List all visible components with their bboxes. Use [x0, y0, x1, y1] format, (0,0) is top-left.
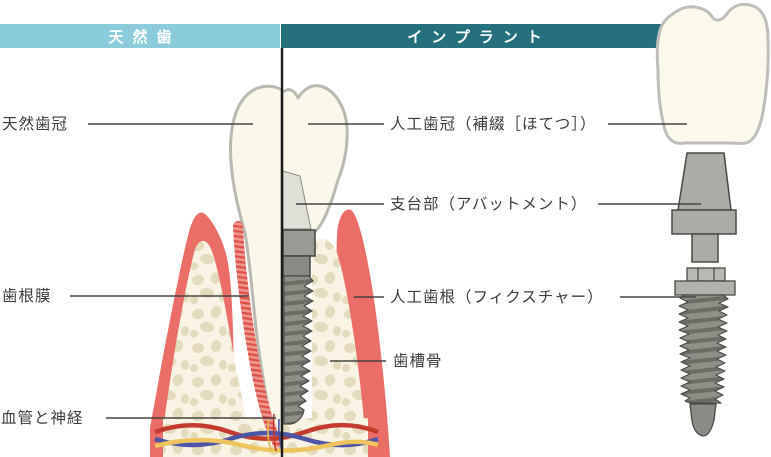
label-abutment: 支台部（アバットメント） [390, 195, 588, 213]
fixture-hex-exploded [686, 267, 726, 282]
header-implant: インプラント [281, 24, 668, 48]
header-natural-tooth: 天然歯 [0, 24, 280, 48]
label-vessels-and-nerves: 血管と神経 [1, 409, 84, 427]
gum-left [150, 212, 235, 457]
fixture-screw-exploded [678, 294, 729, 404]
header-natural-tooth-label: 天然歯 [108, 27, 181, 46]
alveolar-bone-left [163, 240, 252, 457]
label-natural-crown: 天然歯冠 [2, 115, 69, 133]
abutment-center [282, 170, 312, 230]
fixture-plate-exploded [674, 280, 736, 296]
nerve-strand-blue [277, 418, 283, 452]
implant-collar-center-2 [282, 255, 311, 277]
implant-screw-center [283, 275, 314, 425]
implant-crown-exploded [655, 2, 770, 145]
vessel-yellow [154, 437, 379, 453]
nerve-strand-red [272, 413, 277, 452]
natural-tooth-crown-and-root [229, 84, 284, 452]
periodontal-membrane-band [233, 221, 282, 447]
label-periodontal-membrane: 歯根膜 [2, 287, 52, 305]
abutment-base-exploded [671, 209, 737, 235]
label-fixture: 人工歯根（フィクスチャー） [390, 288, 604, 306]
header-implant-label: インプラント [407, 27, 551, 46]
vessel-blue [154, 430, 379, 448]
implant-crown-center [280, 84, 349, 235]
vessel-red [154, 423, 379, 441]
label-alveolar-bone: 歯槽骨 [393, 352, 443, 370]
nerve-strand-yellow [267, 417, 272, 451]
alveolar-bone-right [312, 238, 366, 457]
gum-right [333, 209, 390, 457]
abutment-exploded [677, 152, 732, 211]
abutment-stem-exploded [691, 233, 719, 263]
fixture-tip-exploded [689, 403, 717, 437]
implant-collar-center-1 [282, 229, 316, 257]
alveolar-bone-bottom [163, 418, 368, 457]
label-artificial-crown: 人工歯冠（補綴［ほてつ］） [390, 115, 597, 133]
